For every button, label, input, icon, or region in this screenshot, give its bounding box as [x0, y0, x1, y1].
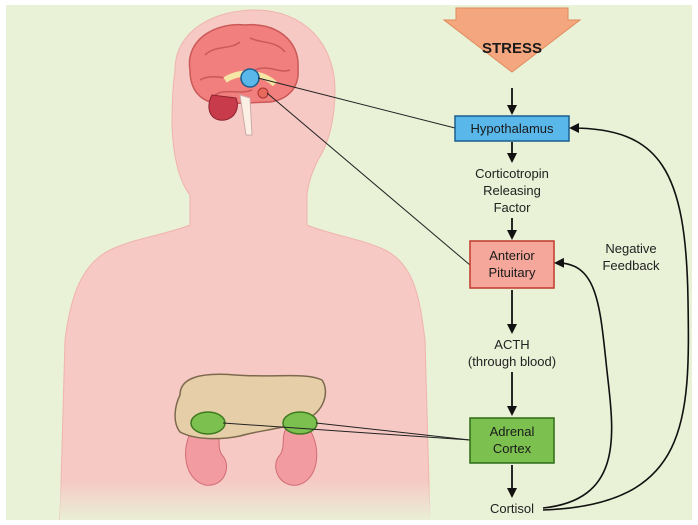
cortisol-label: Cortisol [490, 501, 534, 516]
adrenal-label-line2: Cortex [493, 441, 532, 456]
anterior-label-line2: Pituitary [489, 265, 536, 280]
feedback-arrow-to-hypothalamus [543, 128, 688, 510]
stress-response-diagram: STRESS Hypothalamus Corticotropin Releas… [6, 5, 692, 520]
adrenal-label-line1: Adrenal [490, 424, 535, 439]
feedback-label-line1: Negative [605, 241, 656, 256]
right-adrenal-icon [283, 412, 317, 434]
acth-label-line2: (through blood) [468, 354, 556, 369]
feedback-label-line2: Feedback [602, 258, 660, 273]
feedback-arrow-to-pituitary [543, 263, 612, 508]
stress-label: STRESS [482, 40, 542, 57]
hypothalamus-label: Hypothalamus [470, 121, 554, 136]
diagram-canvas: STRESS Hypothalamus Corticotropin Releas… [6, 5, 692, 520]
crf-label-line1: Corticotropin [475, 166, 549, 181]
crf-label-line2: Releasing [483, 183, 541, 198]
left-adrenal-icon [191, 412, 225, 434]
hypothalamus-marker [241, 69, 259, 87]
pituitary-marker [258, 88, 268, 98]
crf-label-line3: Factor [494, 200, 532, 215]
stress-arrow: STRESS [444, 8, 580, 72]
acth-label-line1: ACTH [494, 337, 529, 352]
anterior-label-line1: Anterior [489, 248, 535, 263]
